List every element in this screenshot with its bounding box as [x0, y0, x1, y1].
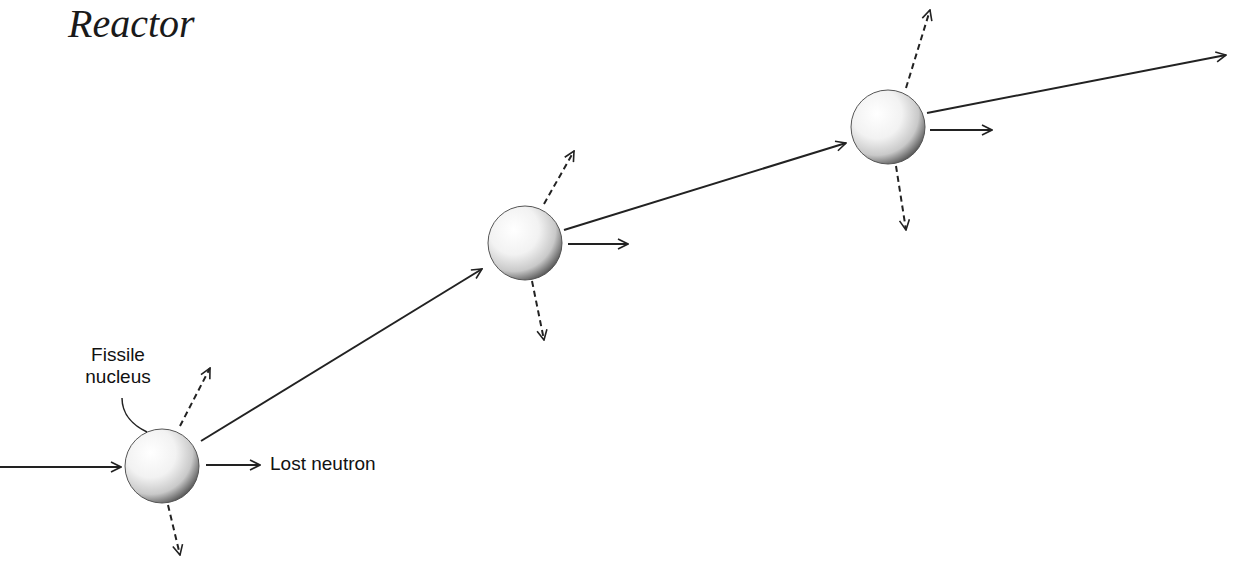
part-label: Fissile nucleus: [72, 344, 164, 388]
dashed-neutron-arrows: [168, 10, 930, 555]
leader-line: [122, 398, 147, 432]
dashed-arrow: [180, 368, 210, 426]
dashed-arrow: [544, 151, 574, 204]
diagram-title: Reactor: [68, 4, 195, 44]
nucleus-sphere: [851, 90, 925, 164]
nucleus-sphere: [125, 429, 199, 503]
lost-neutron-arrow: [206, 464, 260, 466]
dashed-arrow: [896, 166, 906, 230]
neutron-path: [927, 55, 1226, 113]
part-label: Lost neutron: [270, 453, 376, 475]
dashed-arrow: [906, 10, 930, 88]
dashed-arrow: [532, 281, 544, 340]
neutron-path: [564, 143, 846, 230]
neutron-arrows: [0, 55, 1226, 467]
lost-neutron-arrow: [568, 243, 628, 245]
fissile-nuclei: [125, 90, 925, 503]
neutron-path: [201, 269, 482, 441]
lost-neutron-arrow: [930, 129, 992, 131]
incoming-neutron: [0, 466, 121, 468]
dashed-arrow: [168, 505, 180, 555]
nucleus-sphere: [488, 206, 562, 280]
